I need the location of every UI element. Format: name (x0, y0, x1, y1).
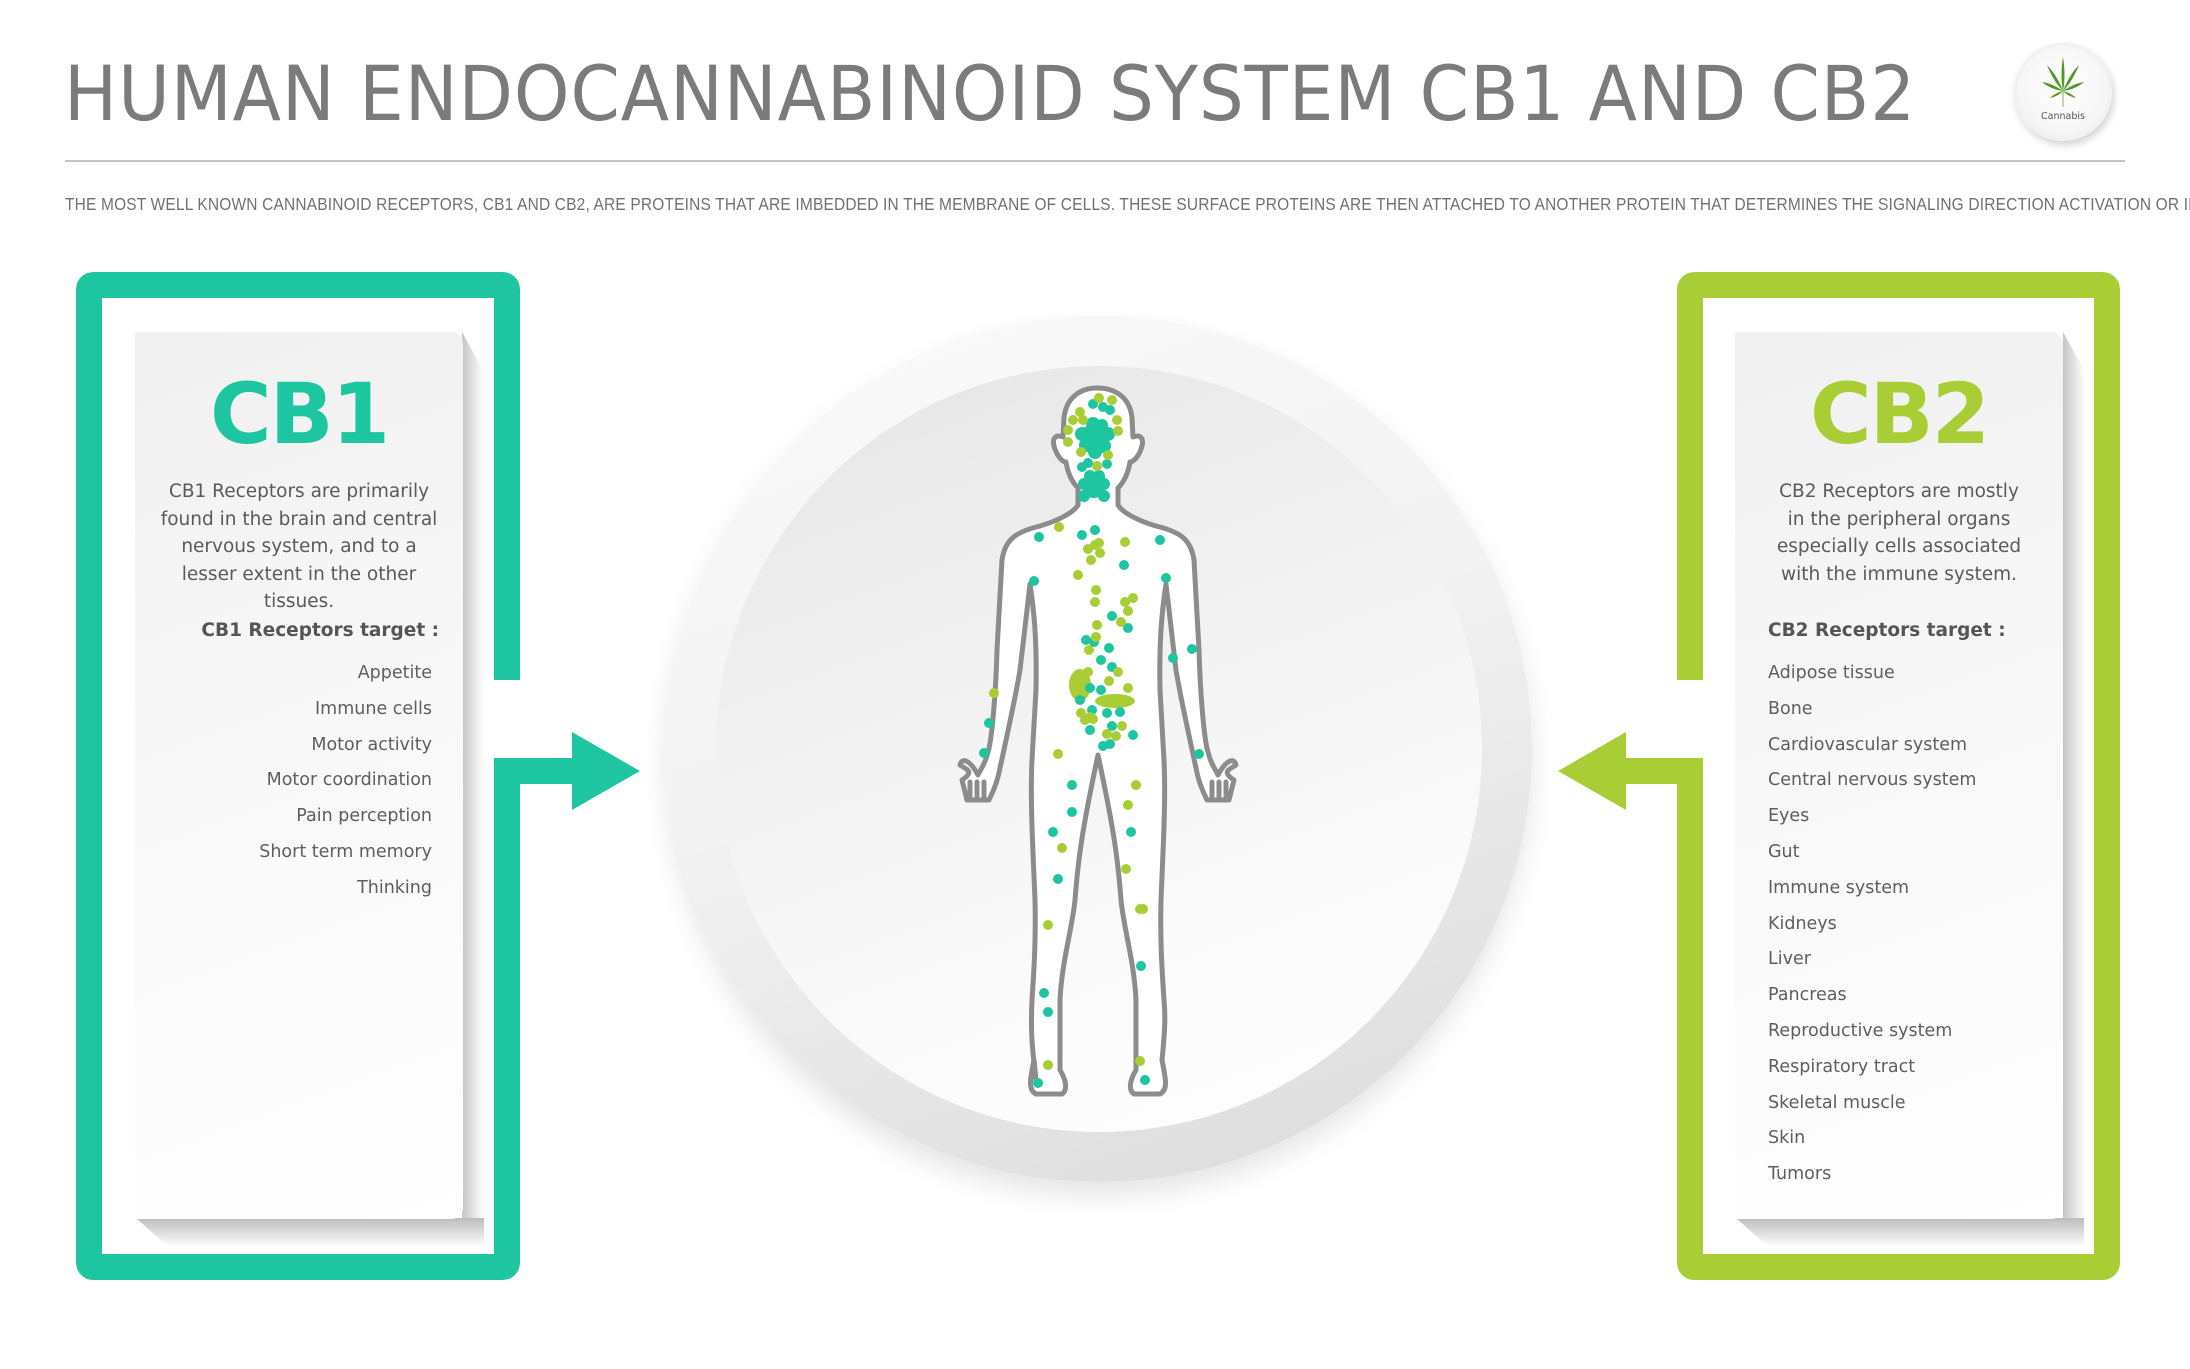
cb2-description-text: CB2 Receptors are mostly in the peripher… (1776, 481, 2022, 585)
cb2-organ-shapes (1069, 669, 1135, 708)
cb1-card: CB1 CB1 Receptors are primarily found in… (135, 332, 463, 1219)
cb1-target-item: Appetite (357, 663, 432, 683)
cb2-target-item: Respiratory tract (1768, 1056, 1916, 1077)
cb1-target-item: Thinking (357, 877, 432, 898)
cannabis-logo-badge: Cannabis (2014, 43, 2112, 141)
cb1-card-shadow-bottom (136, 1218, 484, 1246)
cb2-target-item: Skeletal muscle (1768, 1092, 1906, 1113)
cb2-target-item: Skin (1768, 1128, 1806, 1149)
cb1-arrow-right-icon (572, 732, 640, 810)
cb2-dots (989, 393, 1148, 1070)
receptor-dots (979, 393, 1204, 1088)
hand-fingers-icon (967, 779, 1229, 803)
cb1-target-label: CB1 Receptors target : (201, 620, 439, 641)
cb2-target-item: Adipose tissue (1768, 663, 1895, 683)
cb2-target-list: Adipose tissue Bone Cardiovascular syste… (1768, 656, 1976, 1193)
cb1-description: CB1 Receptors are primarily found in the… (135, 478, 463, 616)
cb2-target-item: Reproductive system (1768, 1020, 1953, 1041)
cb2-arrow-stem (1622, 758, 1703, 784)
cb1-heading: CB1 (209, 365, 390, 463)
cb2-target-item: Immune system (1768, 877, 1910, 898)
cb2-target-item: Cardiovascular system (1768, 734, 1968, 755)
cannabis-leaf-icon (2042, 57, 2084, 107)
cb1-target-item: Immune cells (315, 698, 432, 719)
cb2-arrow-left-icon (1558, 732, 1626, 810)
cb2-heading: CB2 (1809, 365, 1990, 463)
cb1-target-item: Short term memory (259, 841, 432, 862)
cb2-card-shadow (2063, 332, 2085, 1227)
cb2-card: CB2 CB2 Receptors are mostly in the peri… (1735, 332, 2063, 1219)
cb1-target-item: Pain perception (296, 806, 432, 827)
cb1-target-item: Motor activity (311, 734, 432, 755)
cb1-description-text: CB1 Receptors are primarily found in the… (160, 481, 438, 612)
cb2-target-item: Liver (1768, 949, 1811, 970)
cb2-target-item: Bone (1768, 698, 1813, 719)
cb1-target-list: Appetite Immune cells Motor activity Mot… (259, 656, 432, 907)
cb1-card-shadow (462, 332, 484, 1227)
title-divider (65, 160, 2125, 162)
cb2-card-shadow-bottom (1736, 1218, 2084, 1246)
cb2-target-item: Gut (1768, 841, 1800, 862)
cb2-target-item: Eyes (1768, 806, 1810, 827)
logo-label: Cannabis (2041, 111, 2085, 122)
cb1-dots (979, 399, 1204, 1088)
page-subtitle: THE MOST WELL KNOWN CANNABINOID RECEPTOR… (65, 194, 2190, 214)
cb2-target-item: Tumors (1768, 1164, 1832, 1185)
cb1-arrow-stem (494, 758, 576, 784)
page-title: HUMAN ENDOCANNABINOID SYSTEM CB1 AND CB2 (64, 49, 1917, 138)
cb2-target-item: Pancreas (1768, 985, 1847, 1006)
cb2-description: CB2 Receptors are mostly in the peripher… (1735, 478, 2063, 588)
cb2-target-item: Kidneys (1768, 913, 1837, 934)
cb2-target-label: CB2 Receptors target : (1768, 620, 2006, 641)
cb1-brain-cluster (1075, 417, 1115, 502)
cb2-target-item: Central nervous system (1768, 770, 1977, 791)
cb1-target-item: Motor coordination (266, 770, 432, 791)
